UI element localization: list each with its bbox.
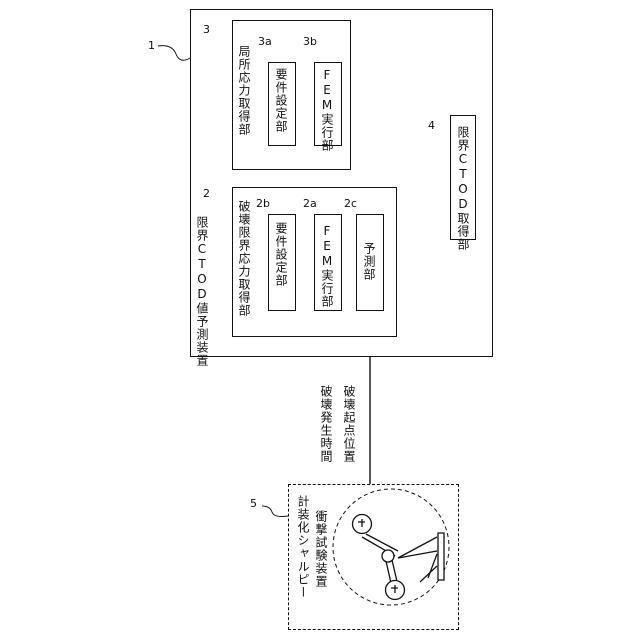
device-label: 限界CTOD値予測装置 — [196, 216, 208, 367]
leader-1 — [158, 46, 190, 61]
charpy-tester-label-line1: 計装化シャルピー — [297, 495, 309, 599]
local-stress-unit-label: 局所応力取得部 — [238, 45, 250, 136]
fem-unit-3b-label: FEM実行部 — [321, 68, 333, 152]
fem-unit-2a-label: FEM実行部 — [321, 224, 333, 308]
requirement-unit-3a-label: 要件設定部 — [275, 68, 287, 133]
signal-label-fracture-origin: 破壊起点位置 — [343, 385, 355, 463]
leader-5 — [262, 506, 288, 517]
ctod-acquisition-unit-ref: 4 — [428, 120, 435, 131]
fem-unit-2a-ref: 2a — [303, 198, 317, 209]
fracture-stress-unit-ref: 2 — [203, 188, 210, 199]
requirement-unit-2b-label: 要件設定部 — [275, 222, 287, 287]
requirement-unit-3a-ref: 3a — [258, 36, 272, 47]
fracture-stress-unit-label: 破壊限界応力取得部 — [238, 200, 250, 317]
charpy-tester-label-line2: 衝撃試験装置 — [315, 510, 327, 588]
prediction-unit-2c-ref: 2c — [344, 198, 357, 209]
charpy-tester-ref: 5 — [250, 498, 257, 509]
ctod-acquisition-unit-label: 限界CTOD取得部 — [457, 126, 469, 251]
device-ref: 1 — [148, 40, 155, 51]
local-stress-unit-ref: 3 — [203, 24, 210, 35]
prediction-unit-2c-label: 予測部 — [363, 242, 375, 281]
signal-label-fracture-time: 破壊発生時間 — [320, 385, 332, 463]
fem-unit-3b-ref: 3b — [303, 36, 317, 47]
requirement-unit-2b-ref: 2b — [256, 198, 270, 209]
